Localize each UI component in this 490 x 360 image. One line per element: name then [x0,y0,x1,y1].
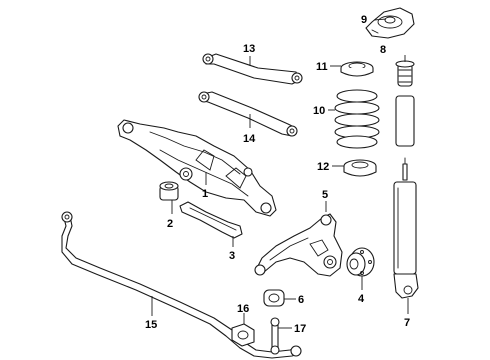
stabilizer-bar[interactable] [61,211,302,359]
shock-absorber[interactable] [393,95,419,299]
hub-bearing[interactable] [346,247,375,277]
lower-spring-insulator[interactable] [343,159,377,177]
callout-3: 3 [229,250,235,262]
callout-16: 16 [237,303,249,315]
callout-labels: 9 8 11 10 12 13 14 1 2 3 5 4 6 7 15 16 1… [145,14,410,335]
callout-13: 13 [243,43,255,55]
callout-1: 1 [202,188,208,200]
callout-10: 10 [313,105,325,117]
bump-stop[interactable] [395,60,415,87]
subframe-bushing[interactable] [159,181,179,201]
callout-15: 15 [145,319,157,331]
callout-11: 11 [316,61,328,73]
stabilizer-link[interactable] [270,317,280,355]
callout-7: 7 [404,317,410,329]
upper-mount[interactable] [365,7,415,39]
coil-spring[interactable] [334,89,380,149]
rear-subframe[interactable] [117,119,277,217]
callout-12: 12 [317,161,329,173]
callout-9: 9 [361,14,367,26]
callout-5: 5 [322,189,328,201]
upper-lateral-link[interactable] [202,53,303,85]
stabilizer-bushing[interactable] [263,289,285,307]
callout-2: 2 [167,218,173,230]
knuckle-control-arm[interactable] [254,213,343,277]
lower-lateral-link[interactable] [198,91,298,137]
callout-17: 17 [294,323,306,335]
callout-14: 14 [243,133,256,145]
leader-lines [151,18,409,329]
upper-spring-insulator[interactable] [340,61,374,77]
callout-6: 6 [298,294,304,306]
callout-8: 8 [380,44,386,56]
reinforcement-brace[interactable] [179,201,243,239]
callout-4: 4 [358,293,365,305]
